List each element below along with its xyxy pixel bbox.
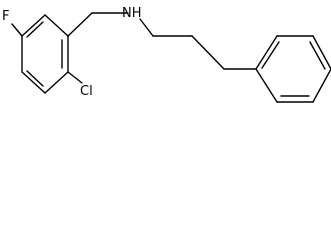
benzene-ring-right xyxy=(255,35,331,103)
nitrogen-label: NH xyxy=(122,6,142,21)
bond-c-cl xyxy=(67,71,83,84)
bond-ring-right-6 xyxy=(255,68,278,103)
bond-ring-right-1 xyxy=(255,35,278,70)
benzene-ring-left xyxy=(21,14,69,94)
structure-canvas: F Cl NH xyxy=(0,0,331,116)
chlorine-label: Cl xyxy=(80,84,93,99)
bond-c-f xyxy=(11,23,23,37)
bond-ring-right-3-inner xyxy=(309,41,326,70)
bond-n-c1 xyxy=(139,18,154,37)
bond-ring-right-4 xyxy=(312,68,331,103)
fluorine-label: F xyxy=(2,9,9,24)
bond-ring-ch2 xyxy=(67,12,93,37)
bond-ring-right-3 xyxy=(312,35,331,70)
bond-ring-left-4-inner xyxy=(26,70,44,87)
bond-ring-right-1-inner xyxy=(261,41,280,69)
bond-ring-left-6-inner xyxy=(26,21,44,38)
bond-ring-left-6 xyxy=(21,14,46,37)
bond-c2-c3 xyxy=(191,35,225,70)
molecule-structure: F Cl NH xyxy=(2,6,331,103)
bond-ring-left-1 xyxy=(44,14,69,37)
bond-ring-left-3 xyxy=(44,71,69,94)
bond-ring-left-4 xyxy=(21,71,46,94)
